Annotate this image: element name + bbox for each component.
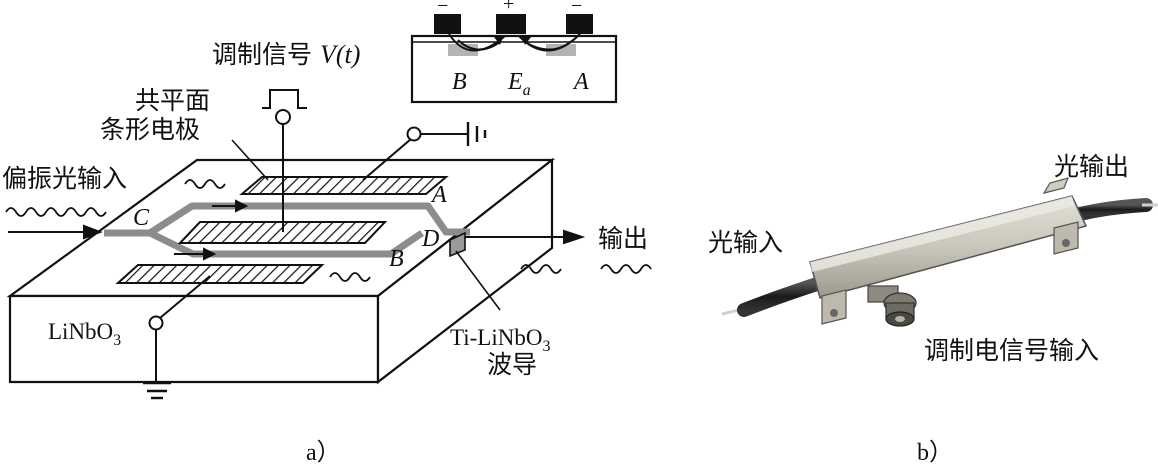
- electrode-label-line2: 条形电极: [100, 115, 201, 144]
- electrode-label-line1: 共平面: [135, 86, 211, 115]
- cross-section-inset: [410, 14, 618, 104]
- waveguide-node-c: C: [133, 205, 150, 231]
- inset-label-b: B: [452, 69, 467, 95]
- package-tab-top: [1042, 177, 1070, 194]
- waveguide-material-sub: 3: [542, 338, 551, 355]
- modulation-signal-arg: (t): [335, 40, 361, 69]
- inset-electrode-right: [566, 14, 593, 34]
- wave-output-2: [600, 264, 652, 274]
- light-output-label: 光输出: [1054, 152, 1130, 181]
- electrical-signal-input-label: 调制电信号输入: [924, 336, 1100, 365]
- modulation-signal-text: 调制信号: [212, 40, 320, 69]
- wave-input: [5, 207, 107, 217]
- pulse-waveform: [262, 89, 307, 109]
- waveguide-node-d: D: [422, 226, 440, 252]
- light-input-label: 光输入: [708, 228, 784, 257]
- waveguide-arrow-upper: [212, 199, 249, 213]
- ground-symbol-upper: [466, 122, 487, 146]
- mach-zehnder-waveguide: [104, 202, 470, 258]
- substrate-label-main: LiNbO: [48, 319, 114, 344]
- fiber-cable-input: [721, 276, 827, 317]
- waveguide-material-main: Ti-LiNbO: [450, 325, 543, 350]
- waveguide-material-label: Ti-LiNbO3: [450, 325, 550, 355]
- waveguide-node-a: A: [432, 182, 447, 208]
- modulation-signal-var: V: [319, 40, 336, 69]
- inset-waveguide-a: [546, 44, 576, 56]
- wave-on-chip-left: [184, 179, 226, 189]
- wave-symbols: [5, 179, 652, 282]
- wave-on-chip-right: [329, 272, 371, 282]
- package-tab-right: [1053, 221, 1079, 255]
- waveguide-label: 波导: [487, 350, 538, 379]
- inset-label-a: A: [574, 69, 589, 95]
- substrate-label: LiNbO3: [48, 319, 121, 349]
- ground-symbol-lower: [143, 381, 171, 400]
- caption-a: a）: [306, 440, 341, 466]
- inset-label-ea: Ea: [508, 69, 531, 99]
- inset-sign-mid: +: [503, 0, 515, 15]
- caption-b: b）: [917, 440, 953, 466]
- signal-lead: [275, 109, 291, 232]
- waveguide-node-b: B: [389, 246, 404, 272]
- waveguide-leader-line: [455, 250, 501, 311]
- output-port: [449, 231, 466, 258]
- ground-lead-upper: [362, 126, 468, 181]
- electrode-lower: [115, 264, 325, 284]
- inset-electrode-center: [496, 14, 526, 34]
- electrode-leader-line: [231, 139, 269, 181]
- inset-sign-right: −: [571, 0, 583, 17]
- output-arrow: [462, 229, 586, 245]
- inset-sign-left: −: [437, 0, 449, 17]
- output-label: 输出: [598, 224, 649, 253]
- modulation-signal-label: 调制信号 V(t): [212, 42, 360, 68]
- electrode-center: [177, 221, 388, 244]
- substrate-label-sub: 3: [113, 332, 122, 349]
- input-arrow: [8, 224, 103, 240]
- electrode-upper: [239, 176, 449, 195]
- wave-output-1: [520, 264, 562, 274]
- fiber-cable-output: [1073, 198, 1158, 221]
- inset-electrode-left: [434, 14, 461, 34]
- ground-lead-lower: [148, 275, 211, 383]
- modulator-package: [809, 177, 1088, 325]
- polarized-light-input-label: 偏振光输入: [2, 164, 128, 193]
- rf-connector: [867, 285, 917, 327]
- inset-label-ea-main: E: [508, 69, 523, 95]
- inset-label-ea-sub: a: [522, 82, 531, 99]
- waveguide-arrow-lower: [174, 247, 217, 261]
- package-tab-left: [821, 289, 847, 325]
